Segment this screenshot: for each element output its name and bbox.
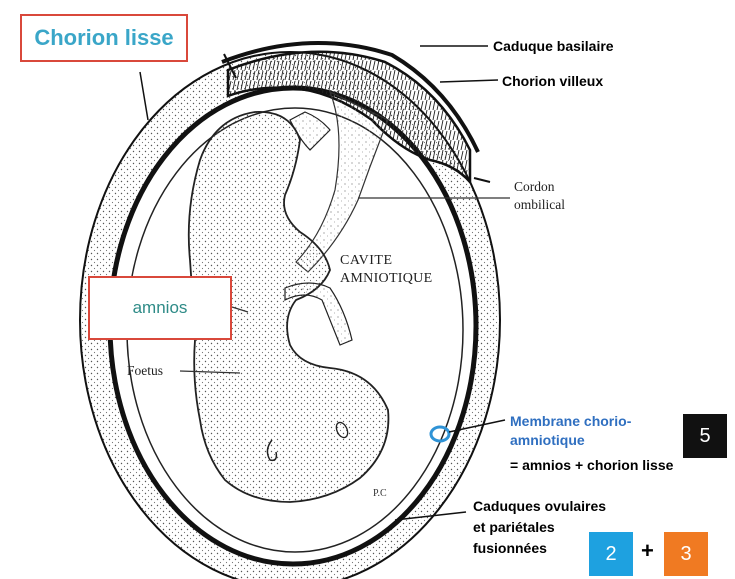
signature-mark: P.C bbox=[373, 488, 387, 499]
leader-chorion-lisse bbox=[140, 72, 148, 120]
cavite-line2: AMNIOTIQUE bbox=[340, 270, 432, 288]
membrane-line1: Membrane chorio- bbox=[510, 412, 631, 431]
chorion-lisse-box: Chorion lisse bbox=[20, 14, 188, 62]
cordon-line2: ombilical bbox=[514, 196, 565, 214]
membrane-line2: amniotique bbox=[510, 431, 631, 450]
foetus-label: Foetus bbox=[127, 362, 163, 380]
caduque-basilaire-label: Caduque basilaire bbox=[493, 38, 614, 54]
caduques-line3: fusionnées bbox=[473, 538, 606, 559]
amnios-box: amnios bbox=[88, 276, 232, 340]
badge-five: 5 bbox=[683, 414, 727, 458]
badge-three: 3 bbox=[664, 532, 708, 576]
cordon-line1: Cordon bbox=[514, 178, 565, 196]
chorion-lisse-label: Chorion lisse bbox=[34, 25, 173, 51]
placenta-divider bbox=[474, 178, 490, 182]
amnios-label: amnios bbox=[133, 298, 188, 318]
plus-sign: + bbox=[641, 538, 654, 564]
cavite-line1: CAVITE bbox=[340, 252, 432, 270]
membrane-formula: = amnios + chorion lisse bbox=[510, 457, 673, 473]
cordon-ombilical-label: Cordon ombilical bbox=[514, 178, 565, 214]
membrane-label: Membrane chorio- amniotique bbox=[510, 412, 631, 450]
leader-chorion-villeux bbox=[440, 80, 498, 82]
cavite-amniotique-label: CAVITE AMNIOTIQUE bbox=[340, 252, 432, 288]
badge-two: 2 bbox=[589, 532, 633, 576]
caduques-line1: Caduques ovulaires bbox=[473, 496, 606, 517]
caduques-label: Caduques ovulaires et pariétales fusionn… bbox=[473, 496, 606, 559]
chorion-villeux-label: Chorion villeux bbox=[502, 73, 603, 89]
caduques-line2: et pariétales bbox=[473, 517, 606, 538]
